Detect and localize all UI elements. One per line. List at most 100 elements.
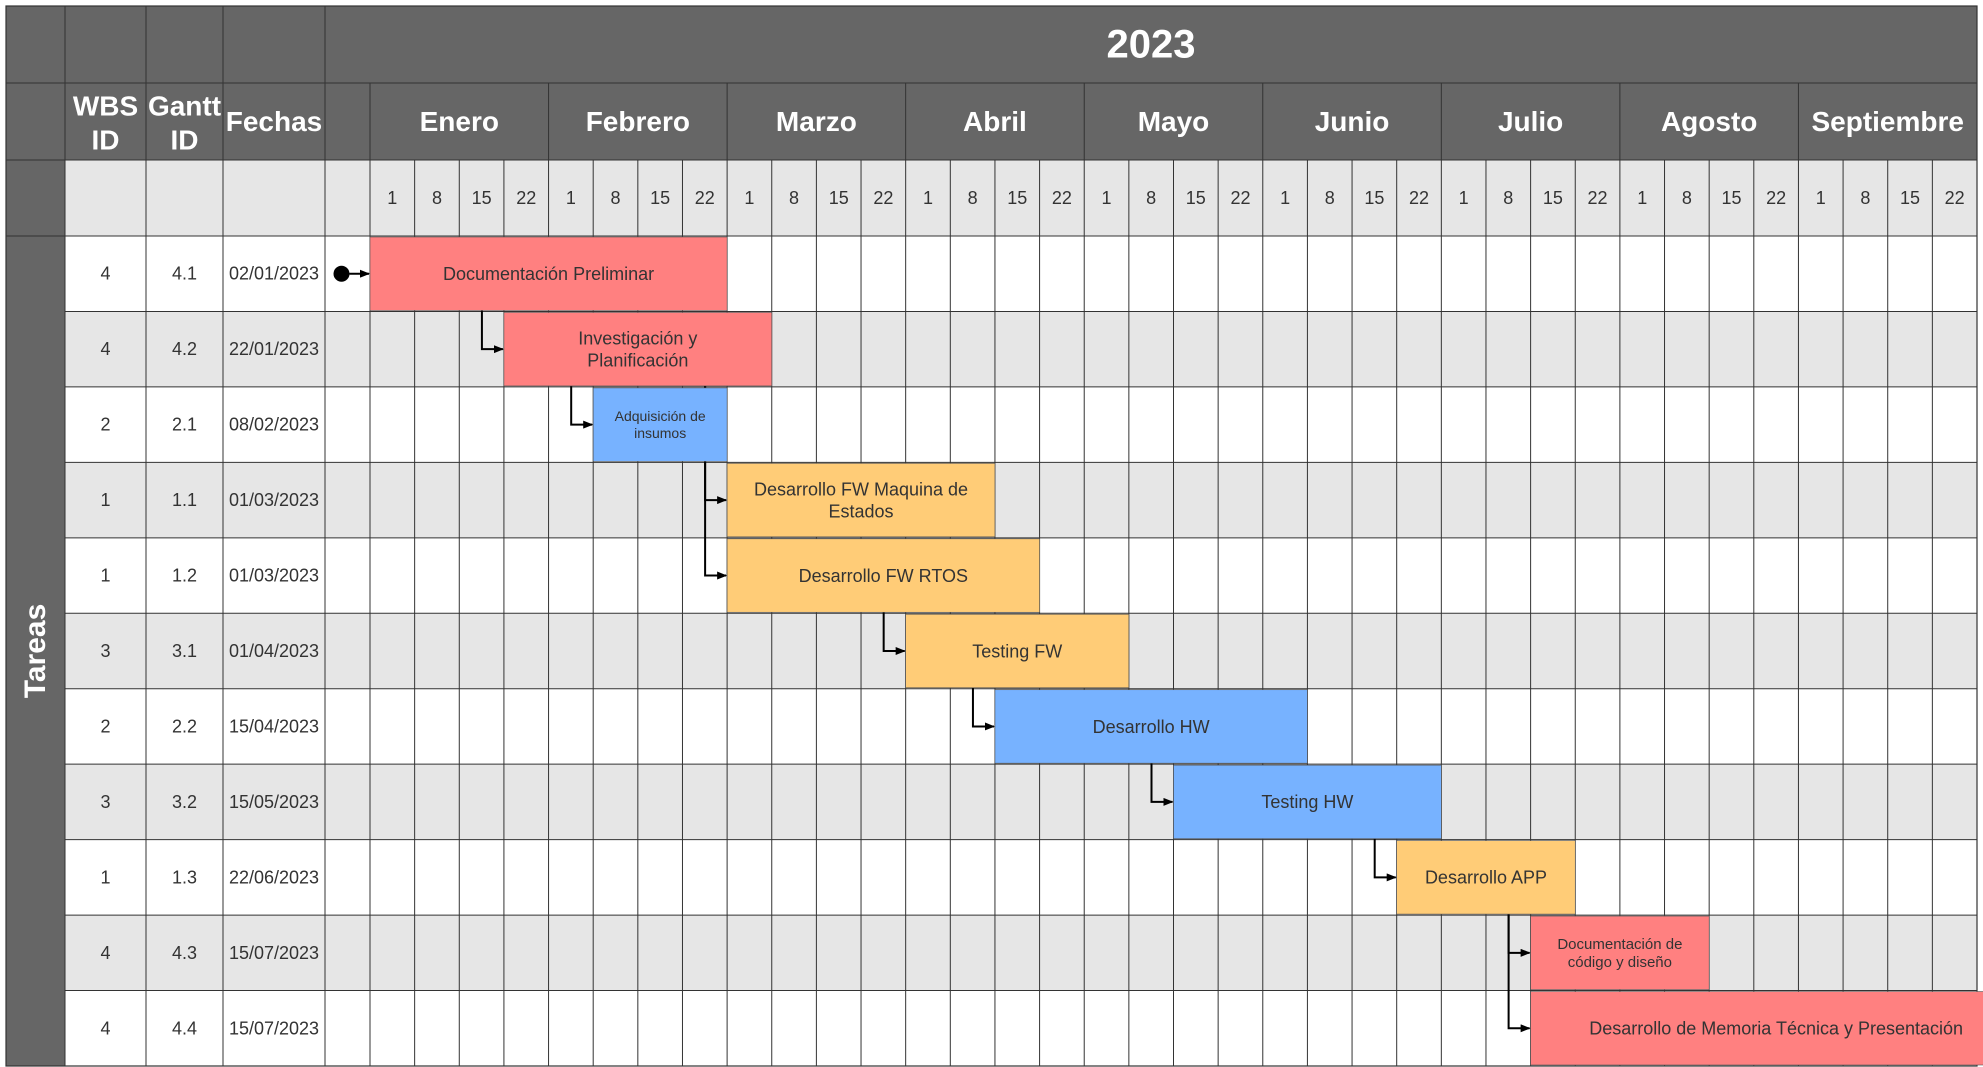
task-bar-label: Desarrollo de Memoria Técnica y Presenta… (1589, 1019, 1963, 1039)
task-bar-label: Documentación Preliminar (443, 264, 654, 284)
task-gantt-id: 2.1 (172, 415, 197, 435)
week-tick-label: 8 (1146, 188, 1156, 208)
month-label: Enero (420, 106, 499, 137)
column-header-fechas: Fechas (226, 106, 323, 137)
week-tick-label: 15 (1900, 188, 1920, 208)
side-label-tareas: Tareas (19, 604, 52, 699)
task-row (65, 462, 1977, 538)
task-row (65, 311, 1977, 387)
task-row (65, 386, 1977, 463)
task-gantt-id: 1.1 (172, 490, 197, 510)
task-gantt-id: 4.4 (172, 1018, 197, 1038)
week-tick-label: 1 (566, 188, 576, 208)
week-tick-label: 22 (1588, 188, 1608, 208)
task-date: 01/03/2023 (229, 566, 319, 586)
task-gantt-id: 3.2 (172, 792, 197, 812)
month-label: Marzo (776, 106, 857, 137)
task-bar (503, 312, 773, 387)
dependency-arrow (971, 687, 995, 731)
side-column (6, 160, 65, 1066)
outer-border (5, 5, 1978, 1067)
task-wbs-id: 4 (100, 339, 110, 359)
task-wbs-id: 4 (100, 264, 110, 284)
task-wbs-id: 2 (100, 716, 110, 736)
week-tick-label: 22 (695, 188, 715, 208)
task-gantt-id: 2.2 (172, 716, 197, 736)
week-tick-label: 22 (1945, 188, 1965, 208)
start-milestone-dot (333, 265, 350, 282)
task-date: 01/04/2023 (229, 641, 319, 661)
dependency-arrow (1373, 838, 1397, 882)
task-row (65, 764, 1977, 840)
task-bar (905, 613, 1130, 689)
task-date: 02/01/2023 (229, 264, 319, 284)
week-tick-label: 1 (1637, 188, 1647, 208)
task-date: 15/07/2023 (229, 1018, 319, 1038)
week-tick-label: 1 (744, 188, 754, 208)
dependency-arrow (1507, 914, 1531, 1033)
task-wbs-id: 1 (100, 490, 110, 510)
task-gantt-id: 1.3 (172, 867, 197, 887)
dependency-arrow (1150, 763, 1174, 806)
week-tick-label: 1 (923, 188, 933, 208)
task-row (65, 839, 1977, 916)
task-wbs-id: 2 (100, 415, 110, 435)
task-bar-label: Testing FW (972, 641, 1062, 661)
week-tick-label: 8 (968, 188, 978, 208)
task-bar (592, 387, 728, 462)
task-wbs-id: 3 (100, 641, 110, 661)
week-tick-label: 22 (1052, 188, 1072, 208)
month-label: Agosto (1661, 106, 1757, 137)
task-gantt-id: 1.2 (172, 566, 197, 586)
task-gantt-id: 4.2 (172, 339, 197, 359)
year-title: 2023 (1107, 23, 1196, 67)
task-bar (726, 463, 996, 538)
week-tick-label: 8 (1682, 188, 1692, 208)
task-date: 15/05/2023 (229, 792, 319, 812)
task-wbs-id: 4 (100, 1018, 110, 1038)
week-tick-label: 22 (1766, 188, 1786, 208)
week-tick-label: 8 (1503, 188, 1513, 208)
week-tick-label: 15 (650, 188, 670, 208)
week-tick-label: 22 (873, 188, 893, 208)
week-tick-label: 15 (472, 188, 492, 208)
week-tick-label: 8 (432, 188, 442, 208)
task-bar (994, 689, 1308, 764)
week-tick-label: 1 (1102, 188, 1112, 208)
week-tick-label: 1 (1280, 188, 1290, 208)
week-tick-label: 15 (1186, 188, 1206, 208)
dependency-arrow (882, 612, 906, 655)
task-bar-label: Desarrollo HW (1093, 717, 1210, 737)
week-header-row (65, 160, 1977, 236)
week-tick-label: 1 (1459, 188, 1469, 208)
task-bar-label: Desarrollo FW RTOS (799, 566, 968, 586)
task-date: 01/03/2023 (229, 490, 319, 510)
task-bar (1173, 764, 1442, 839)
task-bar (1530, 915, 1710, 990)
month-label: Abril (963, 106, 1027, 137)
task-date: 15/07/2023 (229, 943, 319, 963)
task-wbs-id: 1 (100, 566, 110, 586)
month-label: Febrero (586, 106, 690, 137)
task-gantt-id: 3.1 (172, 641, 197, 661)
week-tick-label: 22 (1409, 188, 1429, 208)
task-date: 15/04/2023 (229, 716, 319, 736)
task-bar (369, 236, 728, 311)
month-label: Mayo (1138, 106, 1210, 137)
month-label: Julio (1498, 106, 1563, 137)
week-tick-label: 8 (1325, 188, 1335, 208)
task-bar (726, 538, 1040, 613)
task-bar (1530, 991, 1983, 1066)
task-bar-label: Desarrollo APP (1425, 868, 1547, 888)
week-tick-label: 15 (1364, 188, 1384, 208)
week-tick-label: 8 (789, 188, 799, 208)
month-label: Septiembre (1811, 106, 1964, 137)
week-tick-label: 15 (1543, 188, 1563, 208)
week-tick-label: 15 (829, 188, 849, 208)
task-date: 22/01/2023 (229, 339, 319, 359)
task-bar (1396, 840, 1576, 915)
